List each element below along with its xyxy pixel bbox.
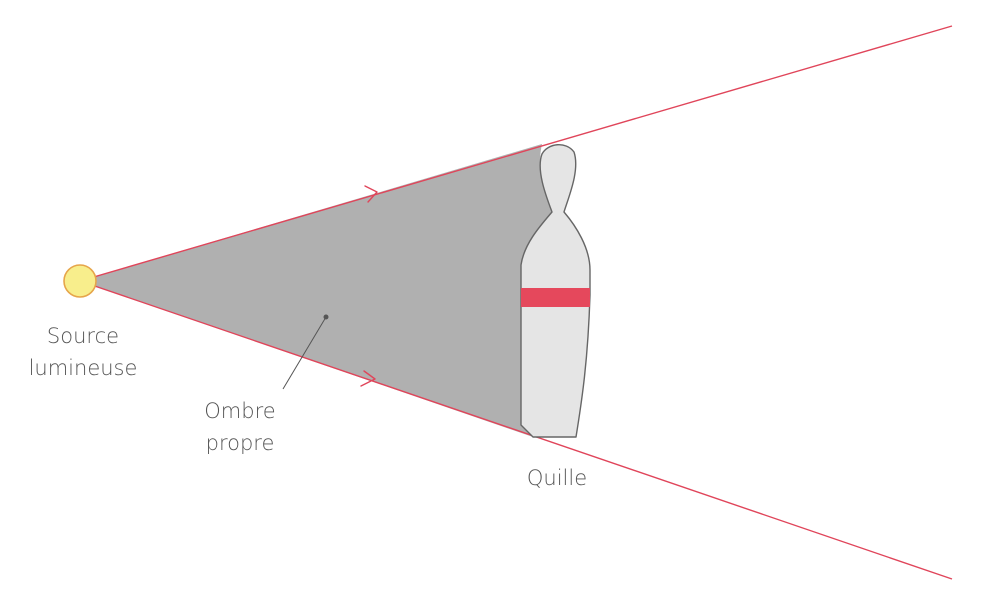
pin-stripe bbox=[521, 288, 590, 307]
shadow-label-line1: Ombre bbox=[204, 399, 275, 423]
light-source bbox=[63, 264, 97, 298]
bowling-pin bbox=[520, 144, 591, 438]
pin-label: Quille bbox=[527, 466, 587, 490]
shadow-region bbox=[80, 144, 552, 437]
shadow-label-leader bbox=[282, 316, 327, 390]
source-label-line2: lumineuse bbox=[29, 356, 138, 380]
source-label-line1: Source bbox=[47, 324, 119, 348]
upper-light-ray bbox=[79, 25, 953, 282]
upper-ray-arrow bbox=[364, 185, 378, 203]
lower-ray-arrow bbox=[360, 370, 376, 387]
shadow-label-dot bbox=[323, 314, 329, 320]
shadow-label-line2: propre bbox=[206, 431, 275, 455]
lower-light-ray bbox=[79, 280, 953, 580]
